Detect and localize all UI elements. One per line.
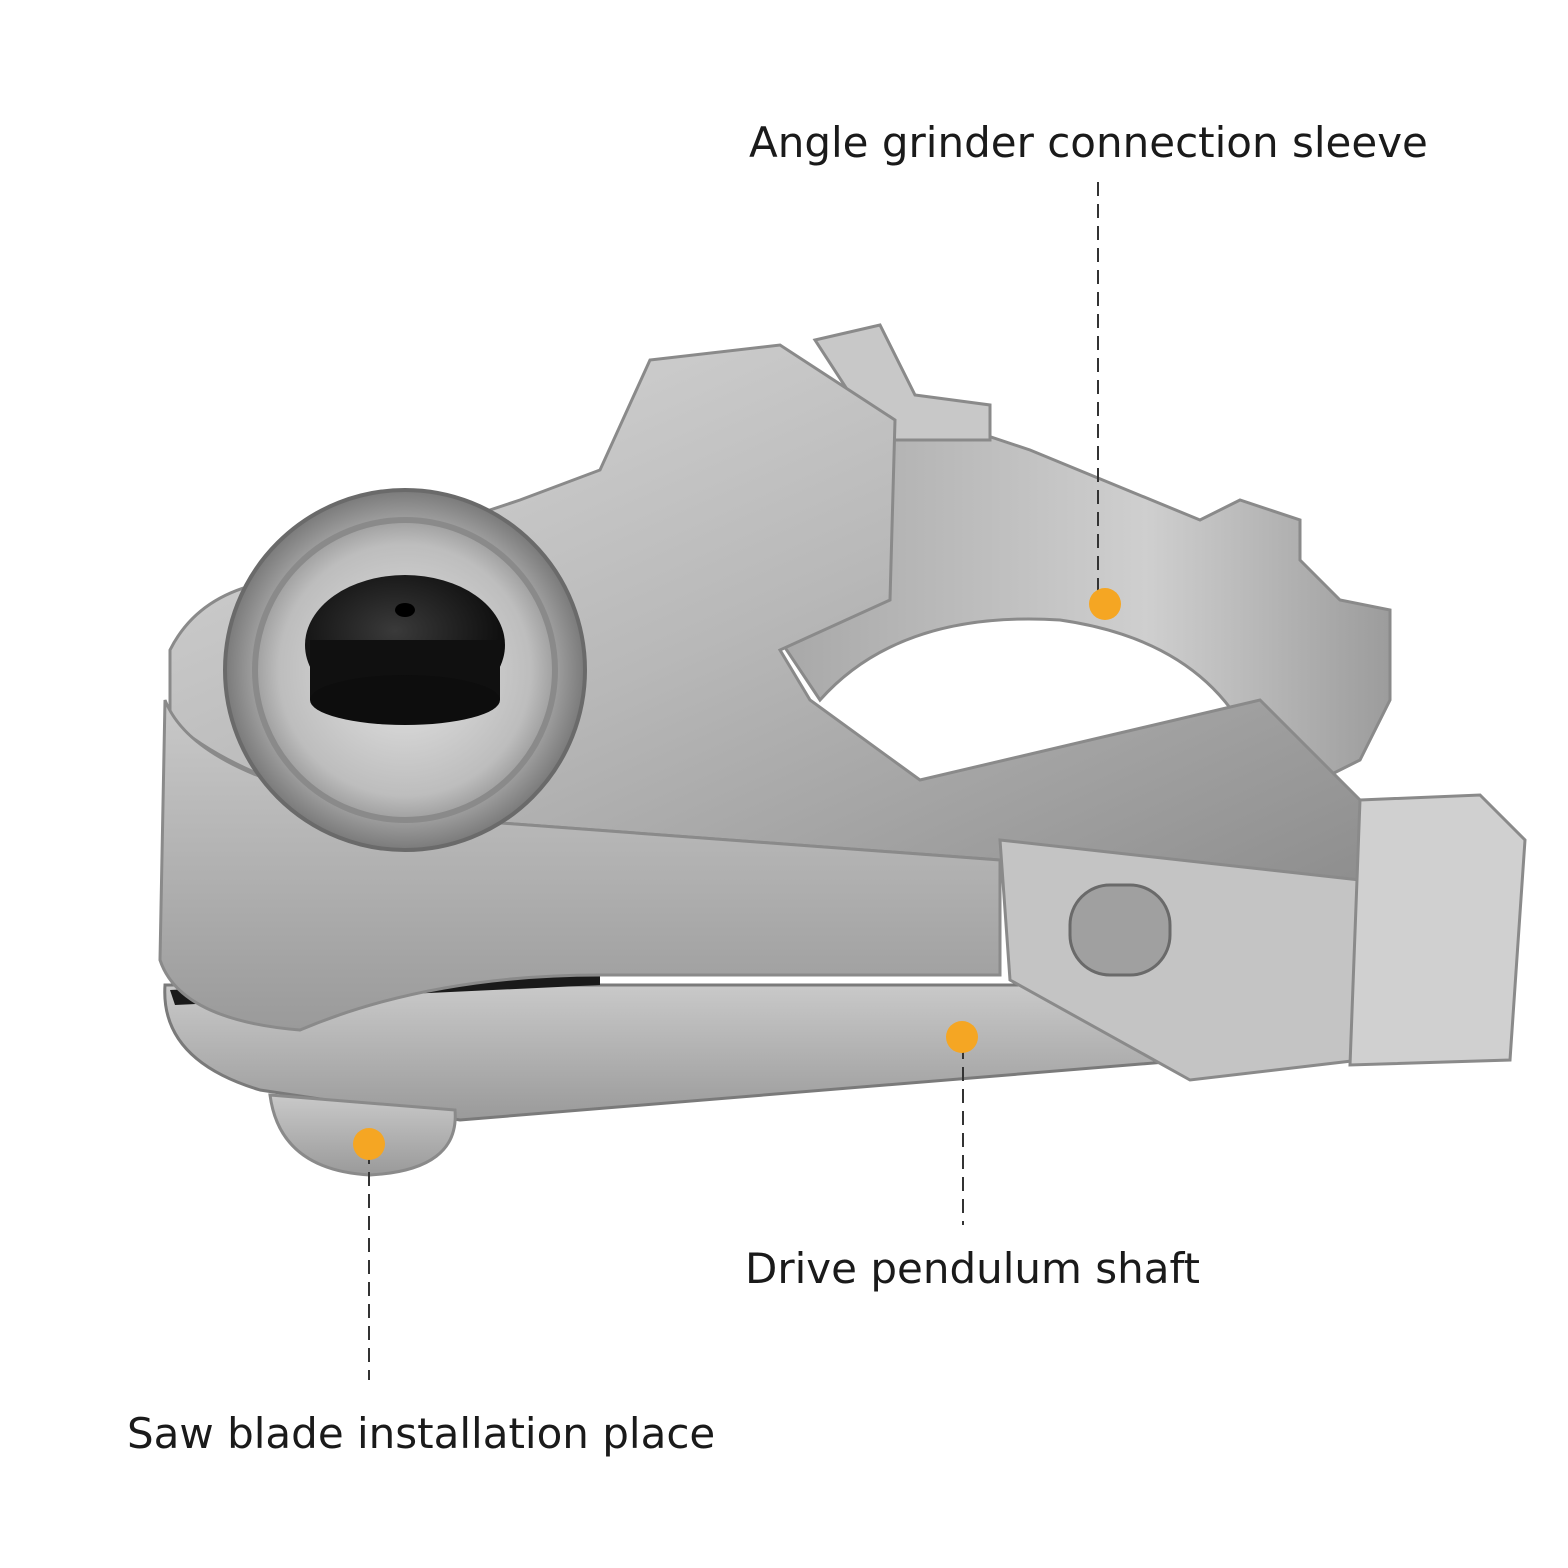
blade-marker xyxy=(353,1128,385,1160)
connection-sleeve-ring xyxy=(778,398,1392,792)
blade-callout-label: Saw blade installation place xyxy=(127,1409,716,1458)
sleeve-callout-label: Angle grinder connection sleeve xyxy=(749,118,1428,167)
shaft-callout-label: Drive pendulum shaft xyxy=(745,1244,1201,1293)
clamp-screw xyxy=(1068,883,1172,977)
sleeve-marker xyxy=(1089,588,1121,620)
shaft-marker xyxy=(946,1021,978,1053)
clamp-tab xyxy=(1348,793,1527,1067)
main-arm-side xyxy=(158,699,1002,1032)
bearing-inner-ring xyxy=(252,517,558,823)
